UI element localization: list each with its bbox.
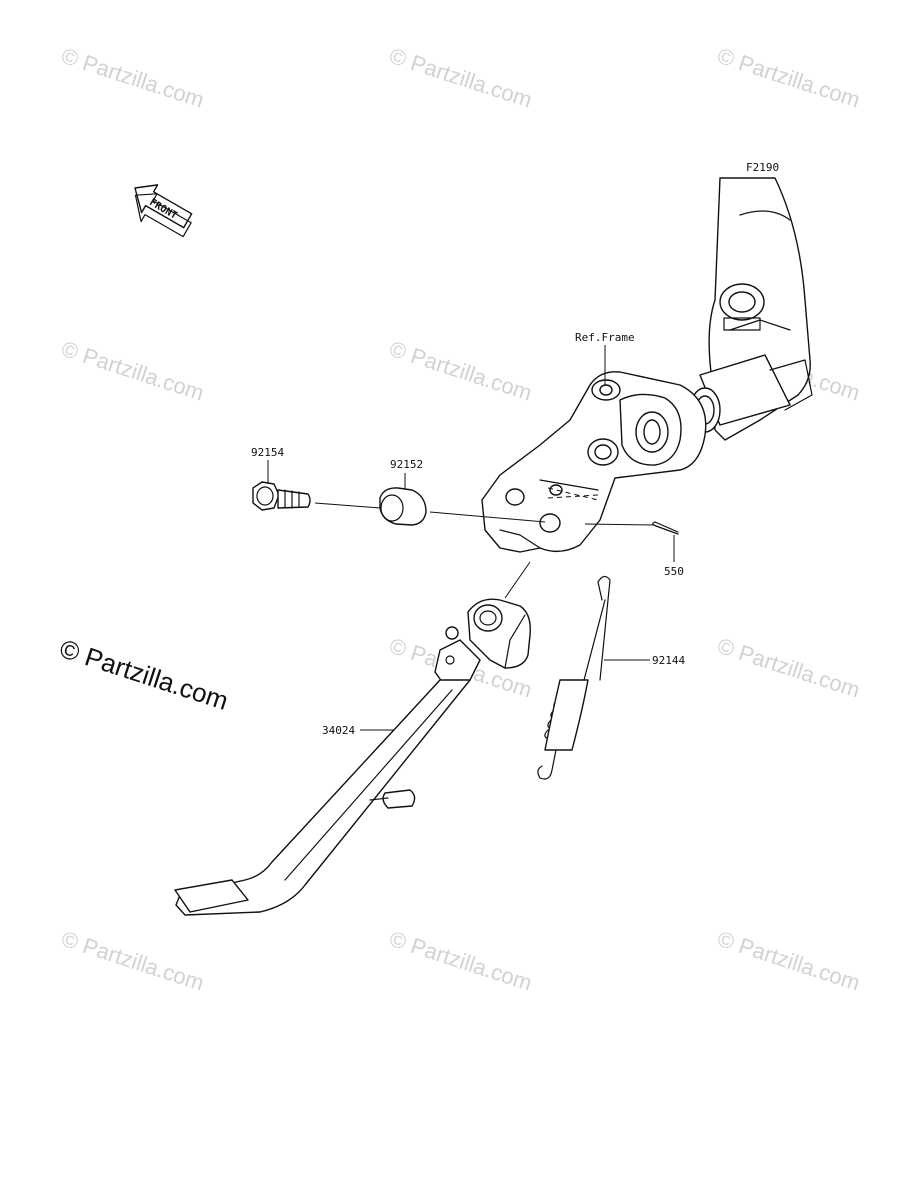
spring-92144 xyxy=(537,575,611,780)
part-label-92154: 92154 xyxy=(251,446,284,459)
cotter-pin-550 xyxy=(652,521,679,535)
watermark-text: © Partzilla.com xyxy=(386,926,535,996)
bolt-92154 xyxy=(252,481,311,511)
ref-frame-label: Ref.Frame xyxy=(575,331,635,344)
watermark-text: © Partzilla.com xyxy=(714,633,863,703)
watermark-text: © Partzilla.com xyxy=(58,336,207,406)
watermark-text: © Partzilla.com xyxy=(386,336,535,406)
part-label-92152: 92152 xyxy=(390,458,423,471)
watermark-text: © Partzilla.com xyxy=(714,43,863,113)
axis-line-collar xyxy=(429,511,546,523)
partzilla-watermark: © Partzilla.com xyxy=(56,633,232,716)
part-label-34024: 34024 xyxy=(322,724,355,737)
collar-92152 xyxy=(379,487,427,526)
watermark-text: © Partzilla.com xyxy=(714,926,863,996)
part-label-550: 550 xyxy=(664,565,684,578)
part-label-92144: 92144 xyxy=(652,654,685,667)
diagram-code: F2190 xyxy=(746,161,779,174)
watermark-text: © Partzilla.com xyxy=(58,43,207,113)
frame-ref xyxy=(481,177,813,553)
axis-line-stand xyxy=(504,561,531,599)
axis-line-pin xyxy=(584,523,656,526)
watermark-text: © Partzilla.com xyxy=(58,926,207,996)
front-arrow-icon: FRONT xyxy=(134,184,193,238)
watermark-text: © Partzilla.com xyxy=(386,43,535,113)
side-stand-34024 xyxy=(174,598,531,916)
axis-line-bolt xyxy=(314,502,381,509)
